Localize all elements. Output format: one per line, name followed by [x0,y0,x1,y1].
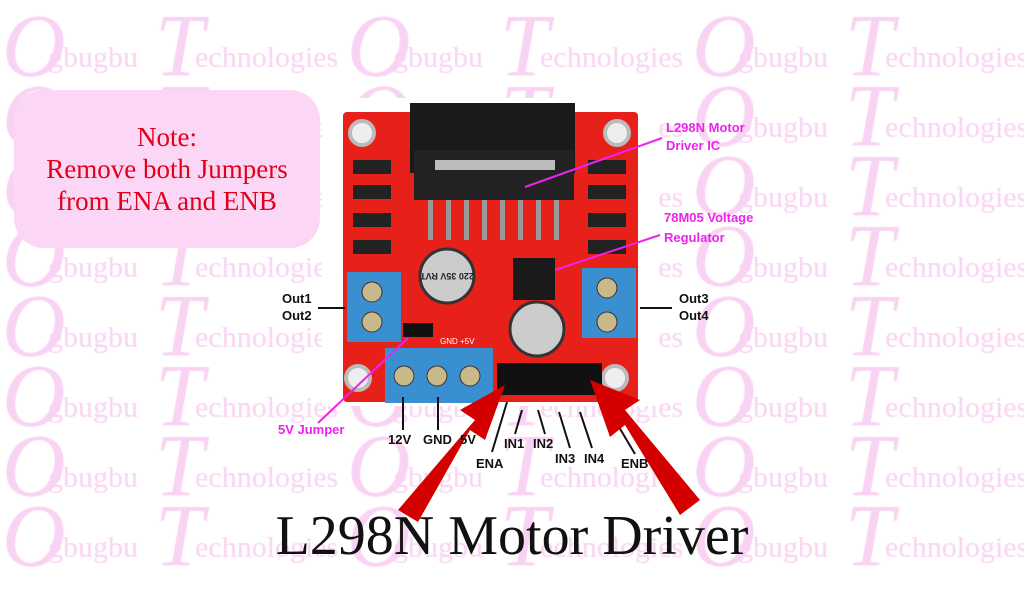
label-in3: IN3 [555,451,575,466]
label-enb: ENB [621,456,648,471]
label-gnd: GND [423,432,452,447]
gnd-5v-silkscreen: GND +5V [440,337,475,346]
heatsink [410,103,575,200]
ic-pins [428,200,559,240]
label-in2: IN2 [533,436,553,451]
label-ic-2: Driver IC [666,138,721,153]
note-heading: Note: [137,122,197,152]
label-12v: 12V [388,432,411,447]
label-in1: IN1 [504,436,524,451]
label-regulator-1: 78M05 Voltage [664,210,753,225]
note-box: Note: Remove both Jumpers from ENA and E… [14,90,320,248]
label-out2: Out2 [282,308,312,323]
page-title: L298N Motor Driver [275,505,749,567]
5v-jumper [403,323,433,337]
terminal-power [385,348,493,403]
label-ic-1: L298N Motor [666,120,745,135]
label-5v-jumper: 5V Jumper [278,422,344,437]
diodes [353,160,626,254]
label-5v: 5V [460,432,476,447]
note-text-2: from ENA and ENB [57,186,277,216]
capacitor-marking: 220 35V RVT [420,271,474,281]
pink-pointers [317,137,663,424]
voltage-regulator [513,258,555,300]
control-header [497,363,602,395]
note-text-1: Remove both Jumpers [46,154,288,184]
label-out1: Out1 [282,291,312,306]
terminal-out34 [582,268,636,338]
terminal-out12 [347,272,401,342]
label-in4: IN4 [584,451,605,466]
capacitors [418,247,566,358]
label-out3: Out3 [679,291,709,306]
label-ena: ENA [476,456,504,471]
red-arrows [398,380,700,522]
mounting-holes [344,119,631,392]
label-regulator-2: Regulator [664,230,725,245]
label-out4: Out4 [679,308,709,323]
